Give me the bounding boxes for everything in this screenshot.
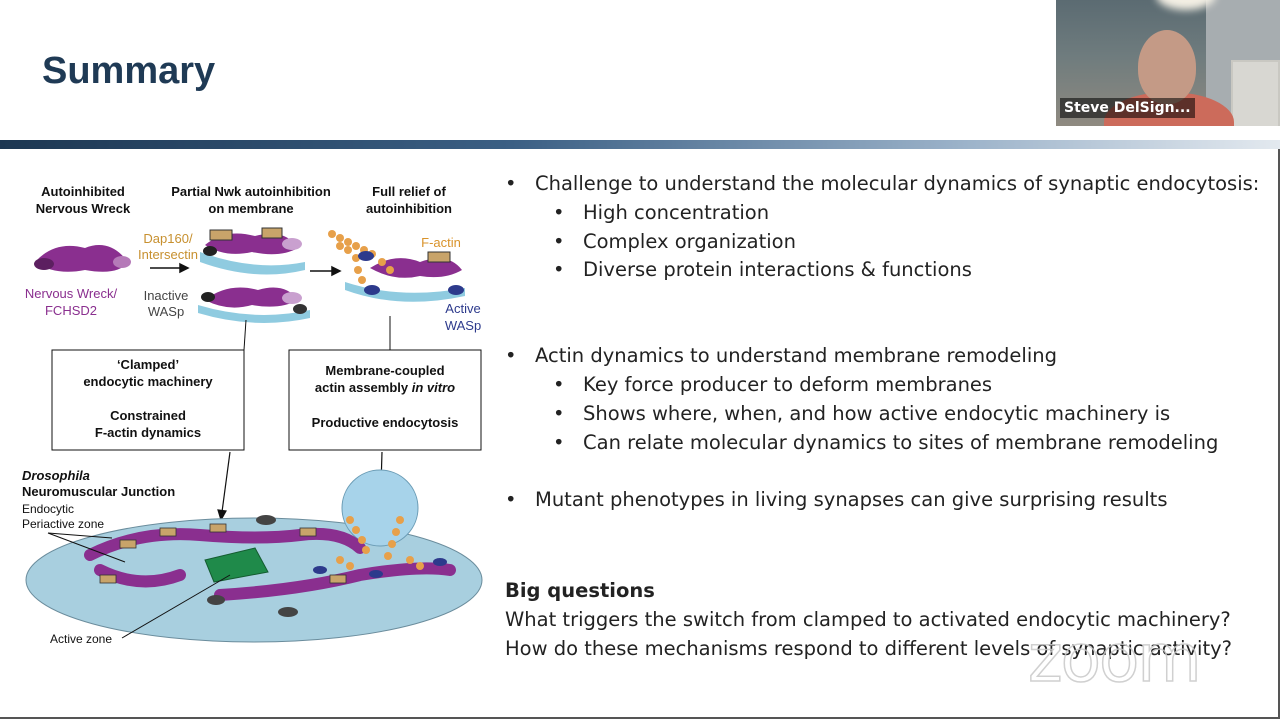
factin-label: F-actin bbox=[421, 235, 461, 250]
col1-title-2: Nervous Wreck bbox=[36, 201, 131, 216]
bullet-3: Mutant phenotypes in living synapses can… bbox=[505, 488, 1167, 511]
participant-name: Steve DelSign... bbox=[1060, 98, 1195, 118]
nmj-italic-label: Drosophila bbox=[22, 468, 90, 483]
productive-box-line-3: Productive endocytosis bbox=[312, 415, 459, 430]
participant-head bbox=[1138, 30, 1196, 104]
inactive-wasp-label-2: WASp bbox=[148, 304, 184, 319]
bullet-2-sub-3: Can relate molecular dynamics to sites o… bbox=[553, 431, 1218, 454]
bullet-2-sub-1: Key force producer to deform membranes bbox=[553, 373, 992, 396]
endocytic-label-1: Endocytic bbox=[22, 502, 74, 516]
productive-box-line-2: actin assembly in vitro bbox=[315, 380, 455, 395]
partial-membrane-top-icon bbox=[200, 227, 305, 275]
slide-title: Summary bbox=[42, 50, 216, 92]
nmj-label: Neuromuscular Junction bbox=[22, 484, 175, 499]
endocytosis-figure: Autoinhibited Nervous Wreck Partial Nwk … bbox=[22, 184, 483, 646]
autoinhibited-nwk-icon bbox=[34, 245, 131, 272]
active-wasp-label-2: WASp bbox=[445, 318, 481, 333]
col3-title-2: autoinhibition bbox=[366, 201, 452, 216]
nwk-label-2: FCHSD2 bbox=[45, 303, 97, 318]
active-wasp-label-1: Active bbox=[445, 301, 480, 316]
bullet-2: Actin dynamics to understand membrane re… bbox=[505, 344, 1057, 367]
clamped-box-line-5: F-actin dynamics bbox=[95, 425, 201, 440]
nwk-label-1: Nervous Wreck/ bbox=[25, 286, 118, 301]
clamped-box-line-4: Constrained bbox=[110, 408, 186, 423]
content-frame bbox=[0, 149, 1280, 719]
clamped-box-line-2: endocytic machinery bbox=[83, 374, 213, 389]
title-band bbox=[0, 140, 1280, 149]
col2-title-1: Partial Nwk autoinhibition bbox=[171, 184, 331, 199]
box-connectors bbox=[243, 316, 391, 351]
big-question-1: What triggers the switch from clamped to… bbox=[505, 608, 1231, 631]
bullet-1: Challenge to understand the molecular dy… bbox=[505, 172, 1259, 195]
big-questions-heading: Big questions bbox=[505, 579, 655, 602]
clamped-box-line-1: ‘Clamped’ bbox=[117, 357, 179, 372]
col2-title-2: on membrane bbox=[208, 201, 293, 216]
clamped-box bbox=[51, 349, 245, 451]
bullet-1-sub-3: Diverse protein interactions & functions bbox=[553, 258, 972, 281]
active-zone-label: Active zone bbox=[50, 632, 112, 646]
participant-video-tile[interactable]: Steve DelSign... bbox=[1056, 0, 1280, 126]
bullet-1-sub-1: High concentration bbox=[553, 201, 769, 224]
endocytic-label-2: Periactive zone bbox=[22, 517, 104, 531]
col1-title-1: Autoinhibited bbox=[41, 184, 125, 199]
zoom-watermark: zoom bbox=[1027, 619, 1202, 698]
dap160-label-2: Intersectin bbox=[138, 247, 198, 262]
inactive-wasp-label-1: Inactive bbox=[144, 288, 189, 303]
nmj-disc bbox=[25, 469, 483, 643]
partial-membrane-bottom-icon bbox=[198, 287, 310, 323]
bullet-1-sub-2: Complex organization bbox=[553, 230, 796, 253]
big-questions: Big questions What triggers the switch f… bbox=[505, 576, 1232, 663]
transition-arrows bbox=[150, 262, 342, 277]
bullet-2-sub-2: Shows where, when, and how active endocy… bbox=[553, 402, 1170, 425]
productive-box-line-1: Membrane-coupled bbox=[325, 363, 444, 378]
video-light bbox=[1156, 0, 1216, 10]
col3-title-1: Full relief of bbox=[372, 184, 446, 199]
full-relief-icon bbox=[328, 230, 465, 302]
productive-box bbox=[288, 349, 482, 451]
dap160-label-1: Dap160/ bbox=[143, 231, 193, 246]
video-background-door bbox=[1231, 60, 1280, 126]
big-question-2: How do these mechanisms respond to diffe… bbox=[505, 637, 1233, 660]
